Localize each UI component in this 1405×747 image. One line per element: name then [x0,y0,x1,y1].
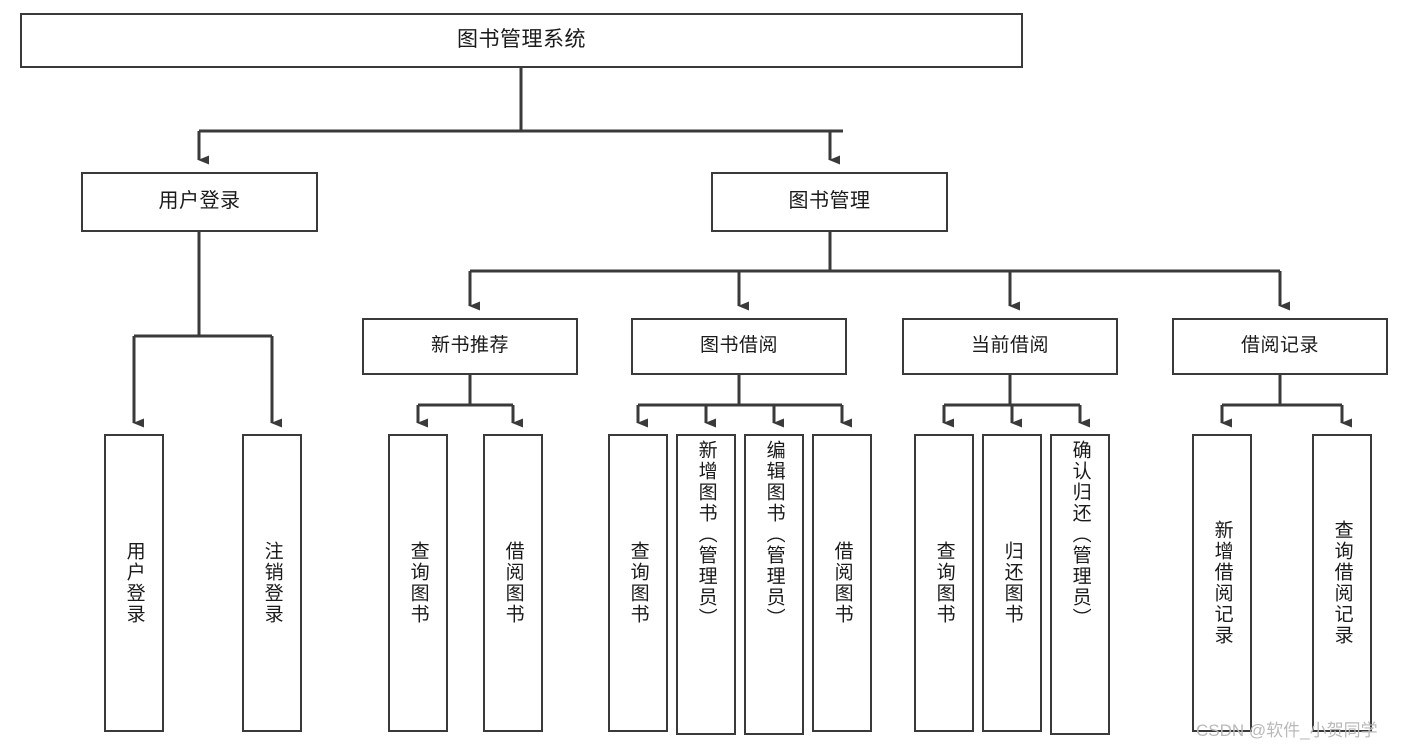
node-label: 图书管理系统 [457,28,586,52]
node-label: 注销登录 [261,541,283,625]
node-leaf-borrow-book[interactable]: 借阅图书 [812,434,872,732]
node-book-management[interactable]: 图书管理 [711,172,948,232]
node-label: 确认归还（管理员） [1069,440,1091,629]
node-leaf-edit-book-admin[interactable]: 编辑图书（管理员） [744,434,804,735]
node-label: 借阅图书 [831,541,853,625]
node-label: 归还图书 [1001,541,1023,625]
node-borrow-record[interactable]: 借阅记录 [1172,318,1388,375]
node-leaf-add-book-admin[interactable]: 新增图书（管理员） [676,434,736,735]
node-label: 当前借阅 [970,335,1049,357]
node-label: 借阅记录 [1240,335,1319,357]
node-book-borrow[interactable]: 图书借阅 [631,318,847,375]
node-label: 查询借阅记录 [1331,520,1353,646]
node-label: 新增借阅记录 [1211,520,1233,646]
node-user-login[interactable]: 用户登录 [81,172,318,232]
node-label: 用户登录 [123,541,145,625]
node-label: 新增图书（管理员） [695,440,717,629]
node-label: 用户登录 [158,190,241,213]
node-leaf-return-book[interactable]: 归还图书 [982,434,1042,732]
node-label: 查询图书 [407,541,429,625]
node-leaf-query-book[interactable]: 查询图书 [608,434,668,732]
node-leaf-borrow-book-recommend[interactable]: 借阅图书 [483,434,543,732]
node-label: 图书借阅 [699,335,778,357]
node-leaf-confirm-return-admin[interactable]: 确认归还（管理员） [1050,434,1110,735]
node-leaf-user-login[interactable]: 用户登录 [104,434,164,732]
node-leaf-logout[interactable]: 注销登录 [242,434,302,732]
node-label: 新书推荐 [430,335,509,357]
node-label: 图书管理 [788,190,871,213]
node-new-book-recommend[interactable]: 新书推荐 [362,318,578,375]
node-label: 借阅图书 [502,541,524,625]
node-leaf-query-book-current[interactable]: 查询图书 [914,434,974,732]
node-label: 查询图书 [933,541,955,625]
node-leaf-query-borrow-record[interactable]: 查询借阅记录 [1312,434,1372,732]
node-leaf-query-book-recommend[interactable]: 查询图书 [388,434,448,732]
node-leaf-add-borrow-record[interactable]: 新增借阅记录 [1192,434,1252,732]
node-current-borrow[interactable]: 当前借阅 [902,318,1118,375]
node-label: 查询图书 [627,541,649,625]
node-label: 编辑图书（管理员） [763,440,785,629]
csdn-watermark: CSDN @软件_小贺同学 [1196,721,1378,740]
node-root-system[interactable]: 图书管理系统 [20,13,1023,68]
